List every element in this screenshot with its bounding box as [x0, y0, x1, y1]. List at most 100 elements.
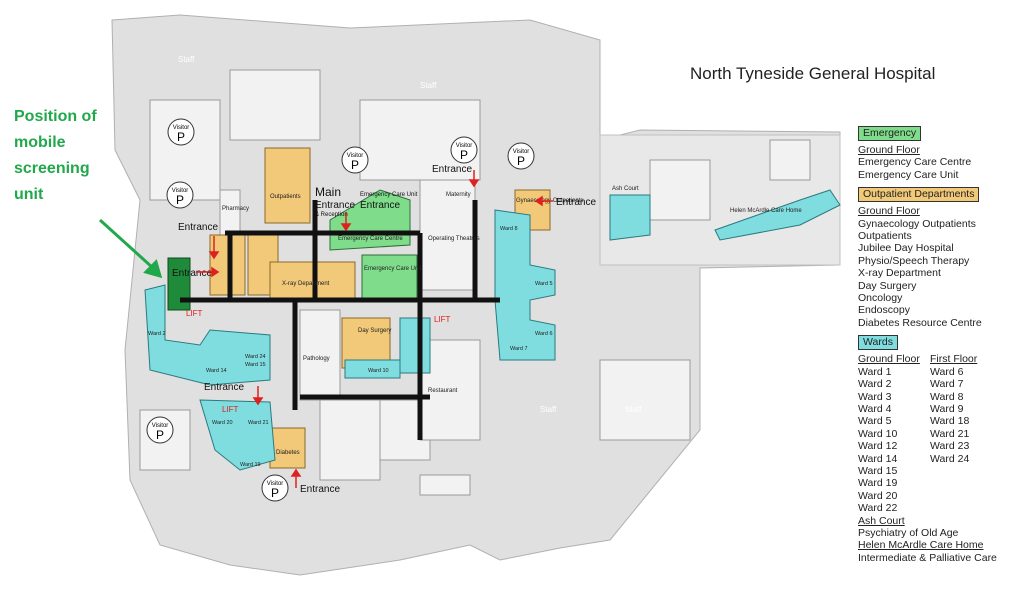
- legend-item: X-ray Department: [858, 267, 941, 280]
- restaurant-label: Restaurant: [428, 388, 458, 394]
- map-legend: Emergency Ground Floor Emergency Care Ce…: [858, 126, 1018, 570]
- emergency-entrance-label: Entrance: [360, 200, 400, 211]
- legend-emergency-header: Emergency: [858, 126, 922, 141]
- legend-ground-floor-column: Ground Floor Ward 1 Ward 2 Ward 3 Ward 4…: [858, 353, 930, 514]
- entrance-label: Entrance: [172, 268, 212, 279]
- screening-callout-arrow: [98, 218, 163, 279]
- legend-ward: Ward 23: [930, 440, 970, 453]
- visitor-label: Visitor: [456, 143, 473, 149]
- visitor-label: Visitor: [267, 481, 284, 487]
- screening-unit-callout: Position of mobile screening unit: [14, 104, 124, 208]
- entrance-label: Entrance: [178, 222, 218, 233]
- lift-label: LIFT: [222, 405, 239, 414]
- legend-item: Gynaecology Outpatients: [858, 217, 976, 230]
- legend-ward: Ward 1: [858, 365, 892, 378]
- visitor-parking-marker: Visitor P: [261, 474, 289, 502]
- parking-label: P: [460, 148, 468, 162]
- map-title: North Tyneside General Hospital: [690, 64, 936, 83]
- entrance-label: Entrance: [300, 484, 340, 495]
- ward-labels: Ward 2 Ward 14 Ward 24 Ward 15 Ward 8 Wa…: [148, 226, 553, 468]
- entrance-arrows: [196, 170, 553, 488]
- legend-item: Endoscopy: [858, 304, 910, 317]
- legend-ward: Ward 2: [858, 378, 892, 391]
- legend-item: Physio/Speech Therapy: [858, 254, 970, 267]
- visitor-label: Visitor: [152, 423, 169, 429]
- ward-label: Ward 19: [240, 462, 261, 468]
- staff-label: Staff: [625, 405, 642, 414]
- emergency-care-unit-label: Emergency Care Unit: [364, 266, 422, 272]
- visitor-parking-marker: Visitor P: [166, 181, 194, 209]
- parking-label: P: [176, 193, 184, 207]
- grey-buildings: [139, 69, 811, 496]
- legend-ward: Ward 6: [930, 365, 964, 378]
- ward-label: Ward 7: [510, 346, 528, 352]
- callout-line: Position of: [14, 108, 97, 125]
- visitor-parking-markers: Visitor P Visitor P Visitor P Visitor P …: [146, 118, 535, 502]
- legend-ward: Ward 19: [858, 477, 898, 490]
- legend-subheading: First Floor: [930, 353, 978, 366]
- xray-label: X-ray Department: [282, 281, 330, 287]
- lift-label: LIFT: [434, 315, 451, 324]
- main-entrance-label: Main: [315, 185, 341, 199]
- legend-ward: Ward 21: [930, 427, 970, 440]
- legend-ward: Ward 5: [858, 415, 892, 428]
- visitor-parking-marker: Visitor P: [167, 118, 195, 146]
- ward-label: Ward 6: [535, 331, 553, 337]
- legend-wards: Wards Ground Floor Ward 1 Ward 2 Ward 3 …: [858, 335, 1018, 564]
- legend-ward: Ward 20: [858, 489, 898, 502]
- pathology-label: Pathology: [303, 356, 330, 362]
- ward-label: Ward 15: [245, 362, 266, 368]
- legend-ward: Ward 10: [858, 427, 898, 440]
- ward-label: Ward 5: [535, 281, 553, 287]
- ward-label: Ward 24: [245, 354, 266, 360]
- entrance-label: Entrance: [204, 382, 244, 393]
- legend-ward: Ward 24: [930, 452, 970, 465]
- legend-emergency: Emergency Ground Floor Emergency Care Ce…: [858, 126, 1018, 181]
- legend-item: Emergency Care Unit: [858, 168, 959, 181]
- ward-buildings: [144, 189, 841, 471]
- day-surgery-label: Day Surgery: [358, 328, 391, 334]
- legend-item: Jubilee Day Hospital: [858, 242, 954, 255]
- visitor-parking-marker: Visitor P: [450, 136, 478, 164]
- visitor-label: Visitor: [173, 125, 190, 131]
- main-entrance-sub: & Reception: [315, 212, 348, 218]
- pharmacy-label: Pharmacy: [222, 206, 249, 212]
- maternity-label: Maternity: [446, 192, 471, 198]
- ash-court-label: Ash Court: [612, 186, 639, 192]
- mobile-screening-unit: [167, 257, 191, 311]
- staff-parking-labels: Staff Staff Staff Staff: [178, 55, 642, 414]
- legend-item: Day Surgery: [858, 279, 917, 292]
- operating-theatres-label: Operating Theatres: [428, 236, 480, 242]
- outpatients-label: Outpatients: [270, 194, 301, 200]
- parking-label: P: [177, 130, 185, 144]
- legend-ward: Ward 7: [930, 378, 964, 391]
- lift-labels: LIFT LIFT LIFT: [186, 309, 451, 414]
- ward-label: Ward 20: [212, 420, 233, 426]
- legend-ward-columns: Ground Floor Ward 1 Ward 2 Ward 3 Ward 4…: [858, 353, 1018, 514]
- parking-label: P: [271, 486, 279, 500]
- entrance-labels: Entrance Entrance Main Entrance & Recept…: [172, 164, 596, 495]
- legend-helen-heading: Helen McArdle Care Home: [858, 539, 984, 552]
- ward-label: Ward 10: [368, 368, 389, 374]
- legend-ward: Ward 15: [858, 464, 898, 477]
- legend-item: Outpatients: [858, 230, 912, 243]
- legend-helen-item: Intermediate & Palliative Care: [858, 551, 997, 564]
- ward-label: Ward 14: [206, 368, 227, 374]
- ward-label: Ward 2: [148, 331, 166, 337]
- legend-subheading: Ground Floor: [858, 205, 920, 218]
- visitor-label: Visitor: [172, 188, 189, 194]
- staff-label: Staff: [540, 405, 557, 414]
- legend-ash-court-item: Psychiatry of Old Age: [858, 526, 959, 539]
- legend-ward: Ward 18: [930, 415, 970, 428]
- legend-outpatient: Outpatient Departments Ground Floor Gyna…: [858, 187, 1018, 329]
- staff-label: Staff: [178, 55, 195, 64]
- staff-label: Staff: [420, 81, 437, 90]
- maternity-entrance-label: Entrance: [432, 164, 472, 175]
- legend-item: Emergency Care Centre: [858, 156, 972, 169]
- emergency-care-centre-label: Emergency Care Centre: [338, 236, 403, 242]
- callout-line: unit: [14, 186, 44, 203]
- legend-subheading: Ground Floor: [858, 144, 920, 156]
- gynaecology-entrance-label: Entrance: [556, 197, 596, 208]
- legend-item: Diabetes Resource Centre: [858, 316, 982, 329]
- legend-ward: Ward 4: [858, 402, 892, 415]
